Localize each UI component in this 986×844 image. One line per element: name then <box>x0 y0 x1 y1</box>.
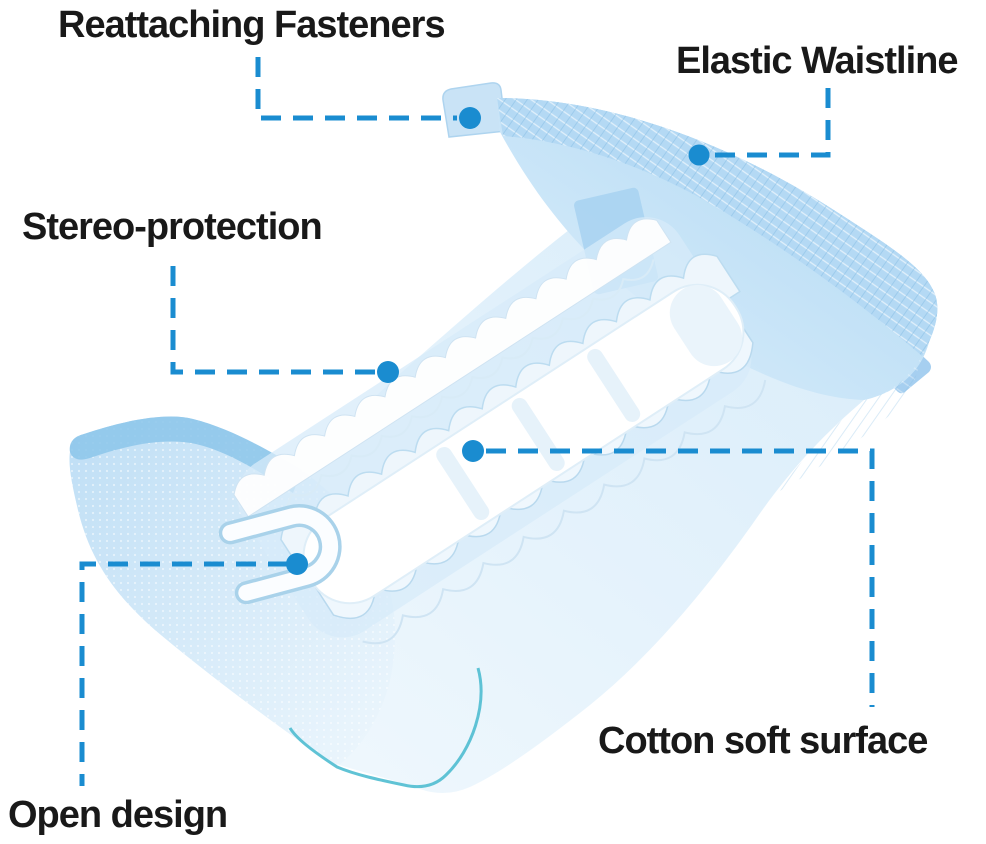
leader-elastic-waistline <box>713 88 831 158</box>
callout-dot-open-design <box>286 553 308 575</box>
label-open-design: Open design <box>8 794 228 836</box>
leak-guard-ruffle-right-outer <box>362 379 767 645</box>
back-panel-lower-texture <box>778 356 922 492</box>
label-elastic-waistline: Elastic Waistline <box>676 40 958 82</box>
label-reattaching-fasteners: Reattaching Fasteners <box>58 4 446 46</box>
u-shaped-channel <box>218 504 342 605</box>
callout-dot-stereo-protection <box>377 361 399 383</box>
absorbent-core <box>302 283 745 605</box>
label-cotton-soft-surface: Cotton soft surface <box>598 720 928 762</box>
label-stereo-protection: Stereo-protection <box>22 206 323 248</box>
callout-dot-reattaching-fasteners <box>459 107 481 129</box>
leader-open-design <box>79 561 288 786</box>
stereo-protection-cuff-line <box>260 259 655 517</box>
leader-cotton-soft-surface <box>486 448 875 707</box>
callout-dot-cotton-soft-surface <box>462 440 484 462</box>
wing-bottom-teal-edge <box>288 667 483 789</box>
stereo-protection-cuff <box>233 218 672 518</box>
callout-dot-elastic-waistline <box>688 144 710 166</box>
wing-edge-band <box>69 416 303 493</box>
leader-reattaching-fasteners <box>255 57 457 121</box>
back-panel <box>497 98 938 492</box>
leader-stereo-protection <box>170 266 376 375</box>
